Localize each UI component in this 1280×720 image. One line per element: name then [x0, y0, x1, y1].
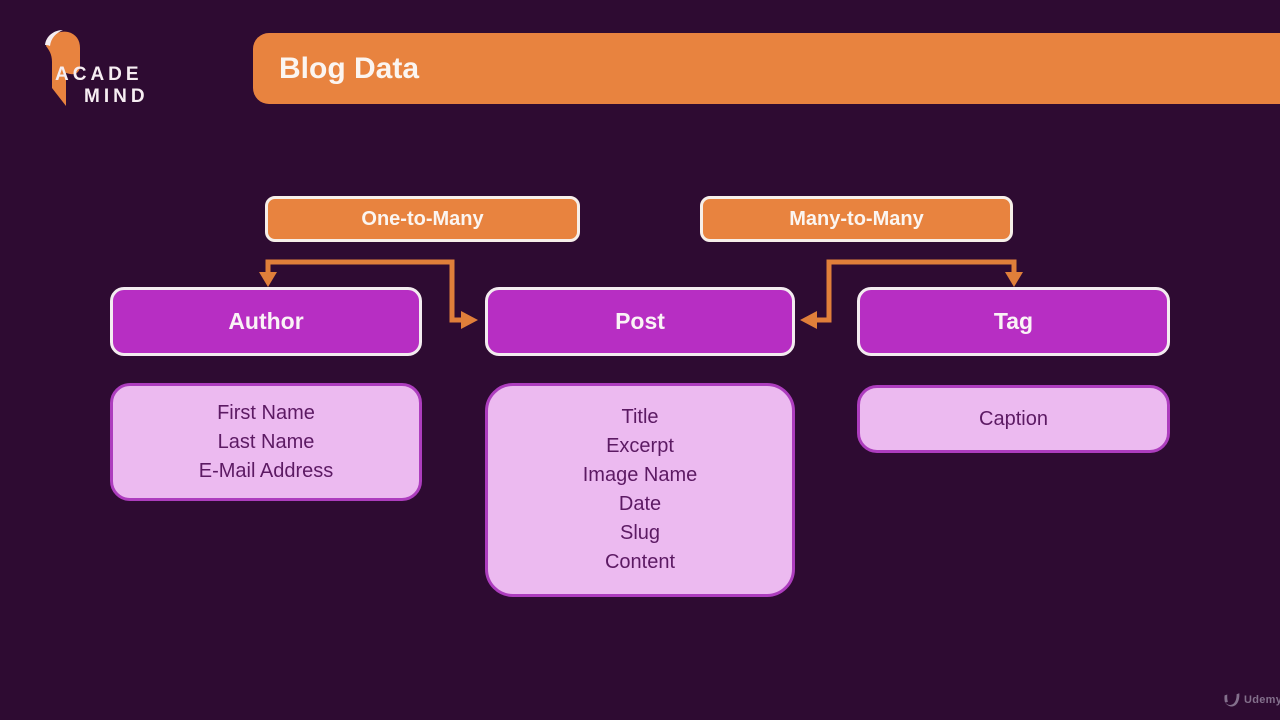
udemy-watermark: Udemy	[1224, 693, 1280, 707]
entity-name: Author	[228, 308, 304, 334]
relationship-many-to-many: Many-to-Many	[700, 196, 1013, 242]
watermark-label: Udemy	[1244, 694, 1280, 706]
attribute: Image Name	[582, 464, 698, 486]
relationship-one-to-many: One-to-Many	[265, 196, 580, 242]
entity-tag: Tag	[857, 287, 1170, 356]
attribute: Date	[618, 493, 662, 515]
academind-bookmark-icon	[45, 30, 80, 106]
entity-post: Post	[485, 287, 795, 356]
relationship-label: Many-to-Many	[789, 207, 924, 230]
tag-attributes: Caption	[857, 385, 1170, 453]
brand-text-acade: ACADE	[55, 64, 143, 85]
post-attributes: Title Excerpt Image Name Date Slug Conte…	[485, 383, 795, 597]
one-to-many-arrowhead-post	[461, 311, 478, 329]
page-title: Blog Data	[279, 51, 420, 85]
attribute: Slug	[619, 522, 661, 544]
attribute: Excerpt	[606, 435, 674, 457]
entity-author: Author	[110, 287, 422, 356]
many-to-many-arrowhead-post	[800, 311, 817, 329]
udemy-logo-icon	[1224, 693, 1240, 707]
brand-text-mind: MIND	[84, 86, 149, 107]
one-to-many-arrowhead-author	[259, 272, 277, 287]
title-bar: Blog Data	[253, 33, 1280, 104]
attribute: E-Mail Address	[198, 459, 334, 482]
author-attributes: First Name Last Name E-Mail Address	[110, 383, 422, 501]
attribute: Last Name	[217, 430, 315, 453]
entity-name: Post	[615, 308, 665, 334]
attribute: Caption	[979, 407, 1048, 430]
many-to-many-arrowhead-tag	[1005, 272, 1023, 287]
attribute: Title	[621, 406, 659, 428]
entity-name: Tag	[993, 308, 1034, 334]
attribute: First Name	[217, 401, 315, 424]
relationship-label: One-to-Many	[361, 207, 484, 230]
academind-logo: ACADE MIND	[36, 26, 216, 112]
attribute: Content	[604, 551, 676, 573]
